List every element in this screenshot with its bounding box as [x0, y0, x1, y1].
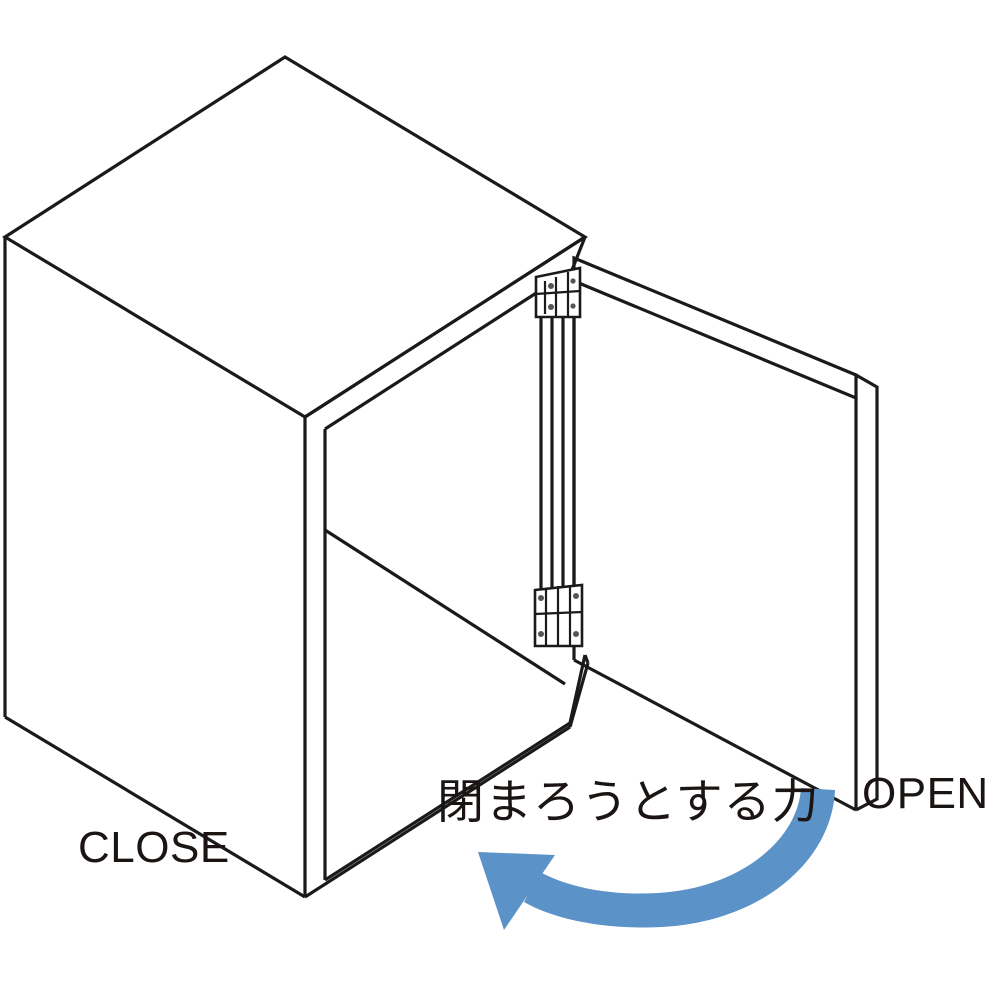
door-free-edge-thickness	[855, 373, 879, 812]
top-hinge-screw-3	[570, 278, 576, 284]
bottom-panel-top-face-front	[324, 721, 571, 882]
bottom-hinge-screw-4	[573, 631, 579, 637]
bottom-hinge-screw-1	[538, 595, 544, 601]
top-hinge	[534, 266, 582, 319]
top-hinge-line-d	[535, 289, 581, 296]
top-hinge-screw-2	[548, 304, 554, 310]
bottom-hinge-screw-2	[538, 631, 544, 637]
door-panel	[572, 255, 879, 812]
label-open: OPEN	[862, 769, 989, 818]
label-closing-force: 閉まろうとする力	[437, 775, 820, 830]
bottom-panel-thickness-right	[568, 662, 590, 728]
arrow-curve-body	[524, 788, 835, 928]
shelf-back-edge	[324, 528, 566, 686]
interior-shelf	[324, 528, 566, 686]
bottom-panel	[304, 654, 590, 899]
bottom-hinge-screw-3	[573, 593, 579, 599]
door-bottom-edge	[573, 658, 857, 812]
hinge-stile-edges	[539, 285, 576, 600]
cabinet-top-panel	[1, 55, 589, 419]
bottom-hinge-line-d	[534, 610, 583, 616]
cabinet-bottom-front-left-edge	[4, 715, 306, 899]
arrow-head	[478, 852, 555, 930]
door-top-thickness	[572, 255, 858, 401]
cabinet-carcass	[1, 55, 589, 899]
bottom-hinge	[533, 583, 584, 648]
cabinet-right-panel-top	[324, 268, 573, 431]
closing-force-arrow	[478, 788, 835, 930]
bottom-panel-front-edge-lower	[304, 725, 571, 899]
top-hinge-screw-1	[548, 283, 554, 289]
bottom-panel-corner-thickness	[583, 654, 590, 664]
cabinet-top-underside-seam	[304, 235, 586, 419]
top-hinge-screw-4	[570, 303, 576, 309]
label-close: CLOSE	[78, 823, 230, 872]
